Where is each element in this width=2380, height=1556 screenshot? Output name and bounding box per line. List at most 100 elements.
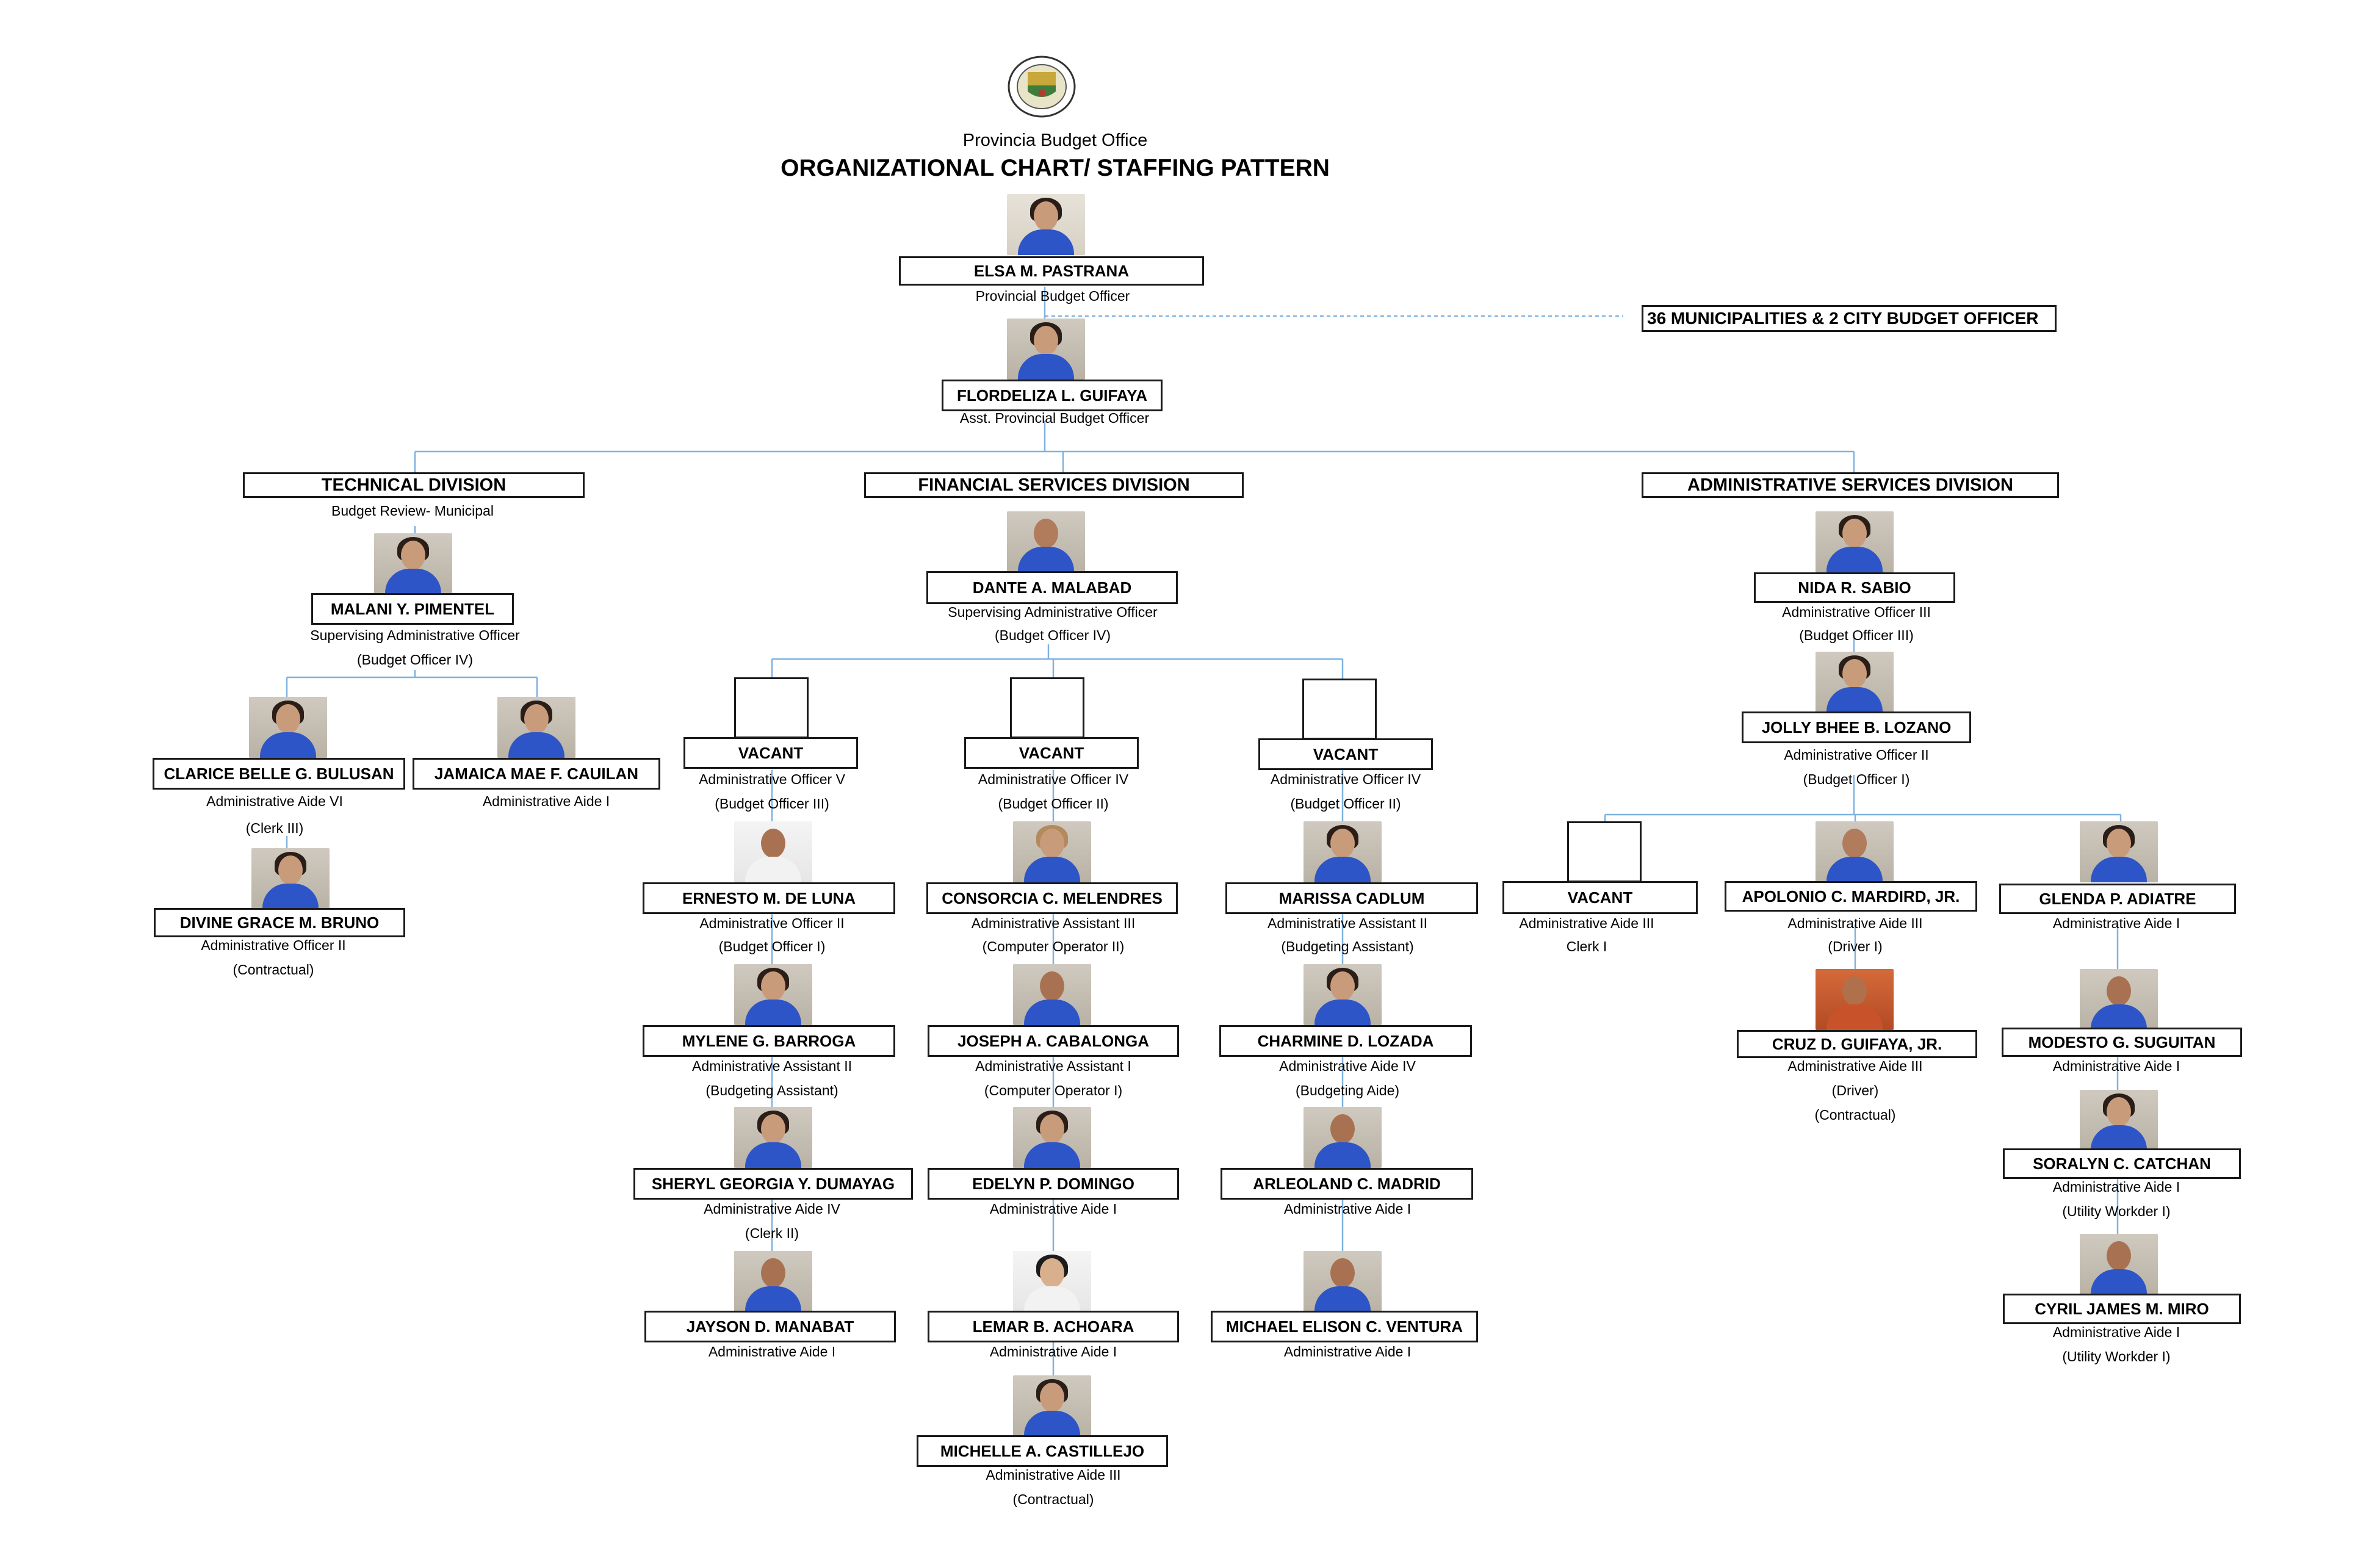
admin-c3-2-name-box: SORALYN C. CATCHAN bbox=[2003, 1148, 2241, 1179]
fin-c1-4-photo bbox=[734, 1251, 812, 1312]
tech-staff-2-position: Administrative Aide I bbox=[482, 793, 610, 809]
fin-c3-vacant-photo bbox=[1302, 679, 1377, 740]
external-budget-officer-box: 36 MUNICIPALITIES & 2 CITY BUDGET OFFICE… bbox=[1642, 305, 2057, 332]
admin-c2-1-extra: (Contractual) bbox=[1814, 1107, 1896, 1123]
head-name-box: ELSA M. PASTRANA bbox=[899, 256, 1204, 286]
admin-lead-name-box: NIDA R. SABIO bbox=[1754, 572, 1955, 603]
tech-lead-grade: (Budget Officer IV) bbox=[356, 652, 474, 668]
tech-lead-photo bbox=[374, 533, 452, 594]
fin-lead-name-box: DANTE A. MALABAD bbox=[926, 571, 1178, 604]
fin-c3-0-name-box: VACANT bbox=[1258, 738, 1433, 770]
fin-c1-0-position: Administrative Officer V bbox=[699, 771, 845, 787]
fin-lead-photo bbox=[1007, 511, 1085, 572]
technical-subtitle: Budget Review- Municipal bbox=[331, 503, 494, 519]
admin-c3-2-grade: (Utility Workder I) bbox=[2062, 1203, 2171, 1219]
fin-c1-0-grade: (Budget Officer III) bbox=[715, 796, 829, 812]
fin-c1-1-grade: (Budget Officer I) bbox=[718, 938, 826, 954]
admin-c2-1-photo bbox=[1816, 969, 1894, 1030]
fin-c3-0-position: Administrative Officer IV bbox=[1270, 771, 1421, 787]
admin-c3-1-name-box: MODESTO G. SUGUITAN bbox=[2002, 1028, 2242, 1057]
fin-c3-2-position: Administrative Aide IV bbox=[1279, 1058, 1416, 1074]
admin-c1-vacant-photo bbox=[1567, 821, 1642, 882]
fin-c1-2-grade: (Budgeting Assistant) bbox=[705, 1082, 838, 1098]
head-photo bbox=[1007, 194, 1085, 255]
admin-c1-0-grade: Clerk I bbox=[1566, 938, 1607, 954]
tech-staff-2-photo bbox=[497, 697, 575, 758]
fin-c3-3-name-box: ARLEOLAND C. MADRID bbox=[1221, 1168, 1473, 1200]
admin-c1-0-name-box: VACANT bbox=[1502, 881, 1698, 914]
admin-c1-0-position: Administrative Aide III bbox=[1519, 915, 1654, 931]
admin-c3-3-grade: (Utility Workder I) bbox=[2062, 1349, 2171, 1364]
fin-c3-1-photo bbox=[1304, 821, 1382, 882]
fin-c3-3-position: Administrative Aide I bbox=[1283, 1201, 1412, 1217]
admin-c3-0-name-box: GLENDA P. ADIATRE bbox=[1999, 884, 2236, 914]
admin-second-grade: (Budget Officer I) bbox=[1803, 771, 1910, 787]
fin-c3-0-grade: (Budget Officer II) bbox=[1290, 796, 1401, 812]
tech-staff-3-grade: (Contractual) bbox=[233, 962, 314, 978]
fin-c2-2-position: Administrative Assistant I bbox=[975, 1058, 1131, 1074]
fin-c3-2-name-box: CHARMINE D. LOZADA bbox=[1219, 1025, 1472, 1057]
fin-c1-3-grade: (Clerk II) bbox=[745, 1225, 799, 1241]
fin-c3-2-grade: (Budgeting Aide) bbox=[1295, 1082, 1400, 1098]
fin-c2-1-position: Administrative Assistant III bbox=[971, 915, 1136, 931]
admin-c3-2-photo bbox=[2080, 1090, 2158, 1151]
fin-c3-1-name-box: MARISSA CADLUM bbox=[1225, 882, 1478, 914]
fin-c1-3-name-box: SHERYL GEORGIA Y. DUMAYAG bbox=[633, 1168, 913, 1200]
admin-lead-position: Administrative Officer III bbox=[1782, 604, 1931, 620]
admin-division-header: ADMINISTRATIVE SERVICES DIVISION bbox=[1642, 472, 2059, 498]
fin-c3-1-position: Administrative Assistant II bbox=[1267, 915, 1428, 931]
fin-c1-0-name-box: VACANT bbox=[683, 737, 858, 769]
assistant-position: Asst. Provincial Budget Officer bbox=[959, 410, 1150, 426]
fin-c2-3-position: Administrative Aide I bbox=[989, 1201, 1117, 1217]
fin-c2-0-grade: (Budget Officer II) bbox=[998, 796, 1109, 812]
fin-c2-vacant-photo bbox=[1010, 677, 1084, 738]
admin-lead-photo bbox=[1816, 511, 1894, 572]
fin-c3-4-position: Administrative Aide I bbox=[1283, 1344, 1412, 1360]
admin-c2-0-photo bbox=[1816, 821, 1894, 882]
fin-c1-2-name-box: MYLENE G. BARROGA bbox=[643, 1025, 895, 1057]
admin-second-position: Administrative Officer II bbox=[1784, 747, 1929, 763]
admin-c3-3-position: Administrative Aide I bbox=[2052, 1324, 2180, 1340]
assistant-photo bbox=[1007, 319, 1085, 380]
fin-c2-1-grade: (Computer Operator II) bbox=[982, 938, 1125, 954]
fin-c3-2-photo bbox=[1304, 964, 1382, 1025]
fin-lead-position: Supervising Administrative Officer bbox=[948, 604, 1158, 620]
fin-c1-1-name-box: ERNESTO M. DE LUNA bbox=[643, 882, 895, 914]
admin-c3-1-photo bbox=[2080, 969, 2158, 1030]
admin-c2-0-name-box: APOLONIO C. MARDIRD, JR. bbox=[1725, 881, 1977, 912]
tech-staff-3-name-box: DIVINE GRACE M. BRUNO bbox=[154, 908, 405, 937]
assistant-name-box: FLORDELIZA L. GUIFAYA bbox=[942, 380, 1163, 411]
tech-staff-3-position: Administrative Officer II bbox=[201, 937, 346, 953]
tech-staff-1-position: Administrative Aide VI bbox=[206, 793, 343, 809]
admin-c3-0-position: Administrative Aide I bbox=[2052, 915, 2180, 931]
tech-lead-name-box: MALANI Y. PIMENTEL bbox=[311, 593, 514, 625]
admin-c2-0-position: Administrative Aide III bbox=[1787, 915, 1923, 931]
admin-c3-3-name-box: CYRIL JAMES M. MIRO bbox=[2003, 1294, 2241, 1324]
fin-c1-3-photo bbox=[734, 1107, 812, 1168]
fin-c2-4-name-box: LEMAR B. ACHOARA bbox=[928, 1311, 1179, 1342]
fin-c1-3-position: Administrative Aide IV bbox=[704, 1201, 840, 1217]
fin-c2-3-photo bbox=[1013, 1107, 1091, 1168]
provincial-seal-icon bbox=[1008, 56, 1076, 118]
admin-lead-grade: (Budget Officer III) bbox=[1799, 627, 1914, 643]
fin-c1-2-photo bbox=[734, 964, 812, 1025]
tech-staff-3-photo bbox=[251, 848, 330, 909]
tech-staff-2-name-box: JAMAICA MAE F. CAUILAN bbox=[413, 758, 660, 790]
page-title: ORGANIZATIONAL CHART/ STAFFING PATTERN bbox=[781, 155, 1330, 181]
admin-second-name-box: JOLLY BHEE B. LOZANO bbox=[1742, 711, 1971, 743]
fin-c1-1-position: Administrative Officer II bbox=[699, 915, 845, 931]
fin-c1-vacant-photo bbox=[734, 677, 809, 738]
fin-c1-1-photo bbox=[734, 821, 812, 882]
fin-c1-4-position: Administrative Aide I bbox=[708, 1344, 836, 1360]
fin-lead-grade: (Budget Officer IV) bbox=[994, 627, 1111, 643]
fin-c3-3-photo bbox=[1304, 1107, 1382, 1168]
office-name: Provincia Budget Office bbox=[962, 131, 1148, 150]
admin-second-photo bbox=[1816, 652, 1894, 713]
tech-staff-1-grade: (Clerk III) bbox=[245, 820, 304, 836]
admin-c2-1-name-box: CRUZ D. GUIFAYA, JR. bbox=[1737, 1030, 1977, 1058]
technical-division-header: TECHNICAL DIVISION bbox=[243, 472, 585, 498]
admin-c3-0-photo bbox=[2080, 821, 2158, 882]
admin-c2-0-grade: (Driver I) bbox=[1828, 938, 1883, 954]
admin-c2-1-grade: (Driver) bbox=[1831, 1082, 1879, 1098]
fin-c2-3-name-box: EDELYN P. DOMINGO bbox=[928, 1168, 1179, 1200]
